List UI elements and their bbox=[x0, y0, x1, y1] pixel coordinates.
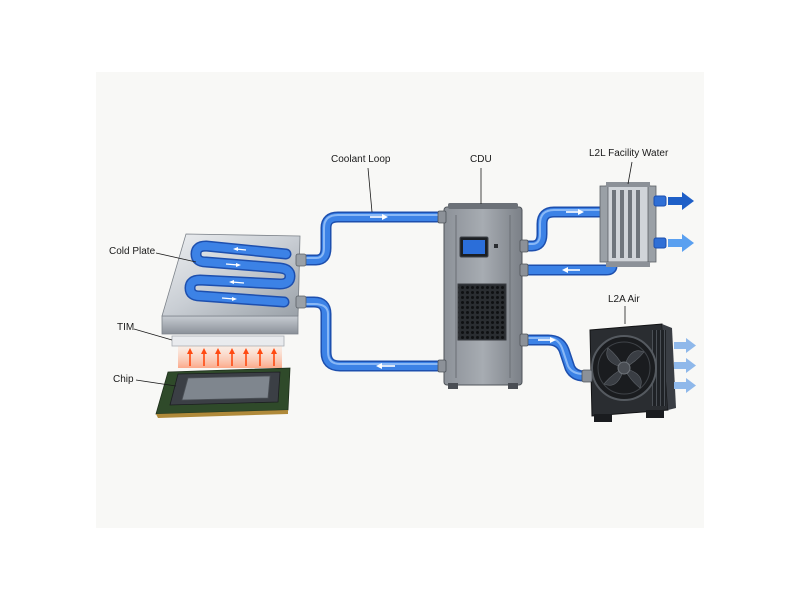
leader-l2l bbox=[627, 161, 633, 185]
flow-arrow-facility-return bbox=[562, 267, 580, 273]
leader-chip bbox=[135, 379, 177, 387]
flow-arrow-return bbox=[376, 363, 395, 369]
air-arrow bbox=[674, 378, 696, 393]
flow-arrow-air-loop bbox=[538, 337, 556, 343]
tim-label: TIM bbox=[117, 322, 135, 333]
heat-arrow bbox=[201, 348, 207, 366]
l2l-facility-water-label: L2L Facility Water bbox=[589, 148, 669, 159]
leader-coolant-loop bbox=[367, 167, 373, 213]
heat-arrow bbox=[271, 348, 277, 366]
chip-label: Chip bbox=[113, 374, 134, 385]
heat-arrow bbox=[229, 348, 235, 366]
cold-plate bbox=[161, 233, 307, 335]
heat-arrow bbox=[243, 348, 249, 366]
air-arrow bbox=[674, 338, 696, 353]
l2a-air-label: L2A Air bbox=[608, 294, 640, 305]
facility-water-in-arrow bbox=[668, 234, 694, 252]
flow-arrow-facility-supply bbox=[566, 209, 584, 215]
air-arrow bbox=[674, 358, 696, 373]
leader-cold-plate bbox=[155, 252, 197, 263]
cdu-vent-grille bbox=[457, 283, 507, 341]
heat-arrow bbox=[187, 348, 193, 366]
facility-supply-pipe bbox=[516, 206, 606, 252]
cdu-unit bbox=[437, 203, 529, 389]
chip bbox=[155, 367, 291, 418]
flow-arrow-supply bbox=[370, 214, 388, 220]
cdu-label: CDU bbox=[470, 154, 492, 165]
l2l-heat-exchanger bbox=[599, 182, 667, 267]
l2a-radiator bbox=[581, 323, 676, 422]
cold-plate-label: Cold Plate bbox=[109, 246, 156, 257]
leader-lines bbox=[133, 161, 633, 387]
heat-arrow bbox=[257, 348, 263, 366]
leader-tim bbox=[133, 328, 173, 341]
air-flow-arrows bbox=[674, 338, 696, 393]
facility-water-out-arrow bbox=[668, 192, 694, 210]
heat-arrow bbox=[215, 348, 221, 366]
tim-layer bbox=[171, 335, 285, 347]
facility-water-arrows bbox=[668, 192, 694, 252]
cdu-indicator bbox=[494, 244, 498, 248]
coolant-loop-label: Coolant Loop bbox=[331, 154, 391, 165]
coolant-pipes bbox=[296, 206, 618, 382]
heat-flow bbox=[178, 346, 282, 368]
flow-arrows bbox=[370, 209, 584, 369]
